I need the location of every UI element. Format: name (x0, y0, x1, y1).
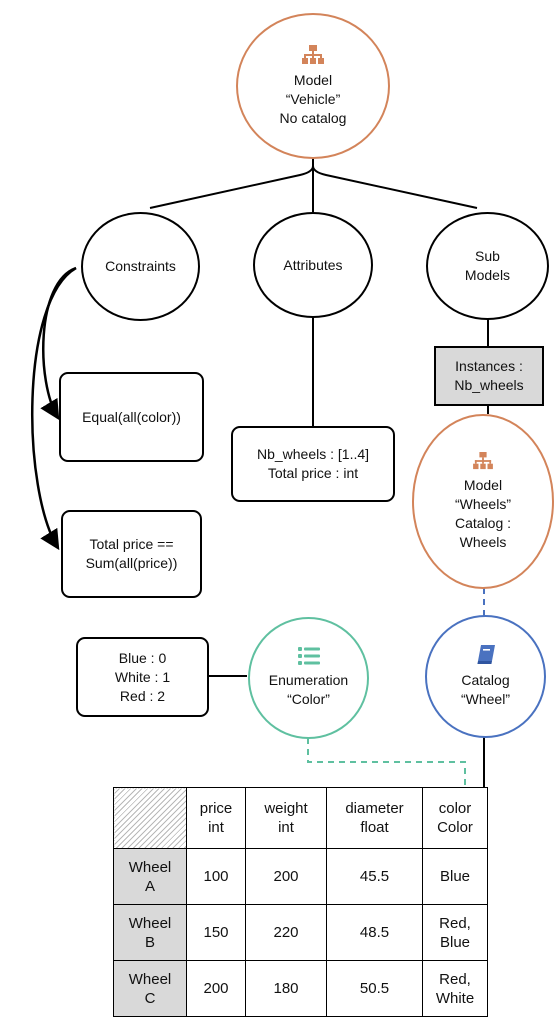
model-wheels-line-3: Catalog : (454, 514, 512, 531)
cell-price: 100 (186, 848, 246, 905)
column-type: float (360, 819, 389, 836)
edge-enumeration-color-column-dashed (307, 738, 466, 788)
enum-values-line-3: Red : 2 (119, 687, 166, 704)
attributes-values-line-2: Total price : int (267, 465, 359, 481)
arrow-constraints-totalprice (31, 266, 77, 551)
sub-models-node: Sub Models (426, 212, 549, 320)
row-label-line: A (144, 877, 155, 895)
row-label-line: B (144, 933, 155, 951)
table-row: Wheel C 200 180 50.5 Red, White (113, 960, 488, 1017)
hierarchy-icon (473, 451, 493, 469)
color-value-line: Red, (439, 914, 471, 932)
constraints-node: Constraints (81, 212, 200, 321)
color-value-line: White (435, 989, 475, 1007)
edge-model-constraints (149, 158, 314, 209)
table-corner-cell (113, 787, 187, 849)
enum-values-line-2: White : 1 (114, 668, 171, 685)
model-vehicle-line-1: Model (293, 71, 333, 88)
catalog-line-2: “Wheel” (460, 690, 510, 707)
cell-price: 150 (186, 904, 246, 961)
row-label-line: C (144, 989, 156, 1007)
enumeration-line-2: “Color” (287, 691, 330, 707)
column-header-price: price int (186, 787, 246, 849)
constraints-label: Constraints (105, 258, 176, 274)
attributes-values-box: Nb_wheels : [1..4] Total price : int (231, 426, 395, 502)
enumeration-line-1: Enumeration (268, 672, 349, 688)
cell-color: Red, White (422, 960, 488, 1017)
model-vehicle-node: Model “Vehicle” No catalog (236, 13, 390, 159)
book-icon (476, 644, 495, 664)
column-header-color: color Color (422, 787, 488, 849)
cell-diameter: 45.5 (326, 848, 423, 905)
color-value-line: Red, (439, 970, 471, 988)
cell-color: Blue (422, 848, 488, 905)
catalog-table: price int weight int diameter float colo… (113, 787, 488, 1017)
enumeration-color-node: Enumeration “Color” (248, 617, 369, 739)
instances-box: Instances : Nb_wheels (434, 346, 544, 406)
catalog-wheel-node: Catalog “Wheel” (425, 615, 546, 738)
enum-values-line-1: Blue : 0 (118, 649, 167, 666)
column-name: diameter (345, 800, 404, 817)
total-price-constraint-line-2: Sum(all(price)) (85, 555, 178, 571)
column-header-diameter: diameter float (326, 787, 423, 849)
equal-constraint-box: Equal(all(color)) (59, 372, 204, 462)
edge-model-submodels (312, 165, 478, 209)
instances-line-2: Nb_wheels (454, 377, 524, 393)
table-header-row: price int weight int diameter float colo… (113, 787, 488, 849)
sub-models-line-2: Models (464, 267, 511, 283)
column-name: price (199, 800, 233, 817)
table-row: Wheel A 100 200 45.5 Blue (113, 848, 488, 905)
model-vehicle-line-3: No catalog (279, 109, 347, 126)
model-wheels-line-1: Model (463, 476, 503, 493)
column-type: Color (437, 819, 473, 836)
cell-weight: 200 (245, 848, 327, 905)
row-header-wheel-a: Wheel A (113, 848, 187, 905)
cell-color: Red, Blue (422, 904, 488, 961)
equal-constraint-line-1: Equal(all(color)) (82, 408, 181, 425)
cell-weight: 180 (245, 960, 327, 1017)
instances-line-1: Instances : (455, 358, 523, 374)
table-row: Wheel B 150 220 48.5 Red, Blue (113, 904, 488, 961)
attributes-node: Attributes (253, 212, 373, 318)
sub-models-line-1: Sub (475, 248, 500, 264)
enum-values-box: Blue : 0 White : 1 Red : 2 (76, 637, 209, 717)
cell-diameter: 48.5 (326, 904, 423, 961)
color-value-line: Blue (439, 868, 471, 885)
row-label-line: Wheel (128, 858, 172, 876)
model-vehicle-line-2: “Vehicle” (285, 90, 341, 107)
list-icon (297, 647, 320, 665)
row-label-line: Wheel (128, 970, 172, 988)
row-header-wheel-b: Wheel B (113, 904, 187, 961)
row-label-line: Wheel (128, 914, 172, 932)
column-type: int (278, 819, 294, 836)
hierarchy-icon (302, 44, 324, 64)
color-value-line: Blue (439, 933, 471, 951)
column-name: color (438, 800, 472, 817)
attributes-label: Attributes (283, 256, 343, 273)
row-header-wheel-c: Wheel C (113, 960, 187, 1017)
column-header-weight: weight int (245, 787, 327, 849)
column-type: int (208, 819, 224, 836)
model-wheels-line-2: “Wheels” (454, 495, 511, 512)
cell-price: 200 (186, 960, 246, 1017)
cell-diameter: 50.5 (326, 960, 423, 1017)
column-name: weight (264, 800, 308, 817)
total-price-constraint-line-1: Total price == (89, 536, 174, 552)
model-wheels-line-4: Wheels (459, 533, 507, 550)
catalog-line-1: Catalog (461, 671, 510, 688)
total-price-constraint-box: Total price == Sum(all(price)) (61, 510, 202, 598)
attributes-values-line-1: Nb_wheels : [1..4] (256, 446, 370, 462)
cell-weight: 220 (245, 904, 327, 961)
model-wheels-node: Model “Wheels” Catalog : Wheels (412, 414, 554, 589)
arrow-constraints-equal (40, 266, 77, 421)
